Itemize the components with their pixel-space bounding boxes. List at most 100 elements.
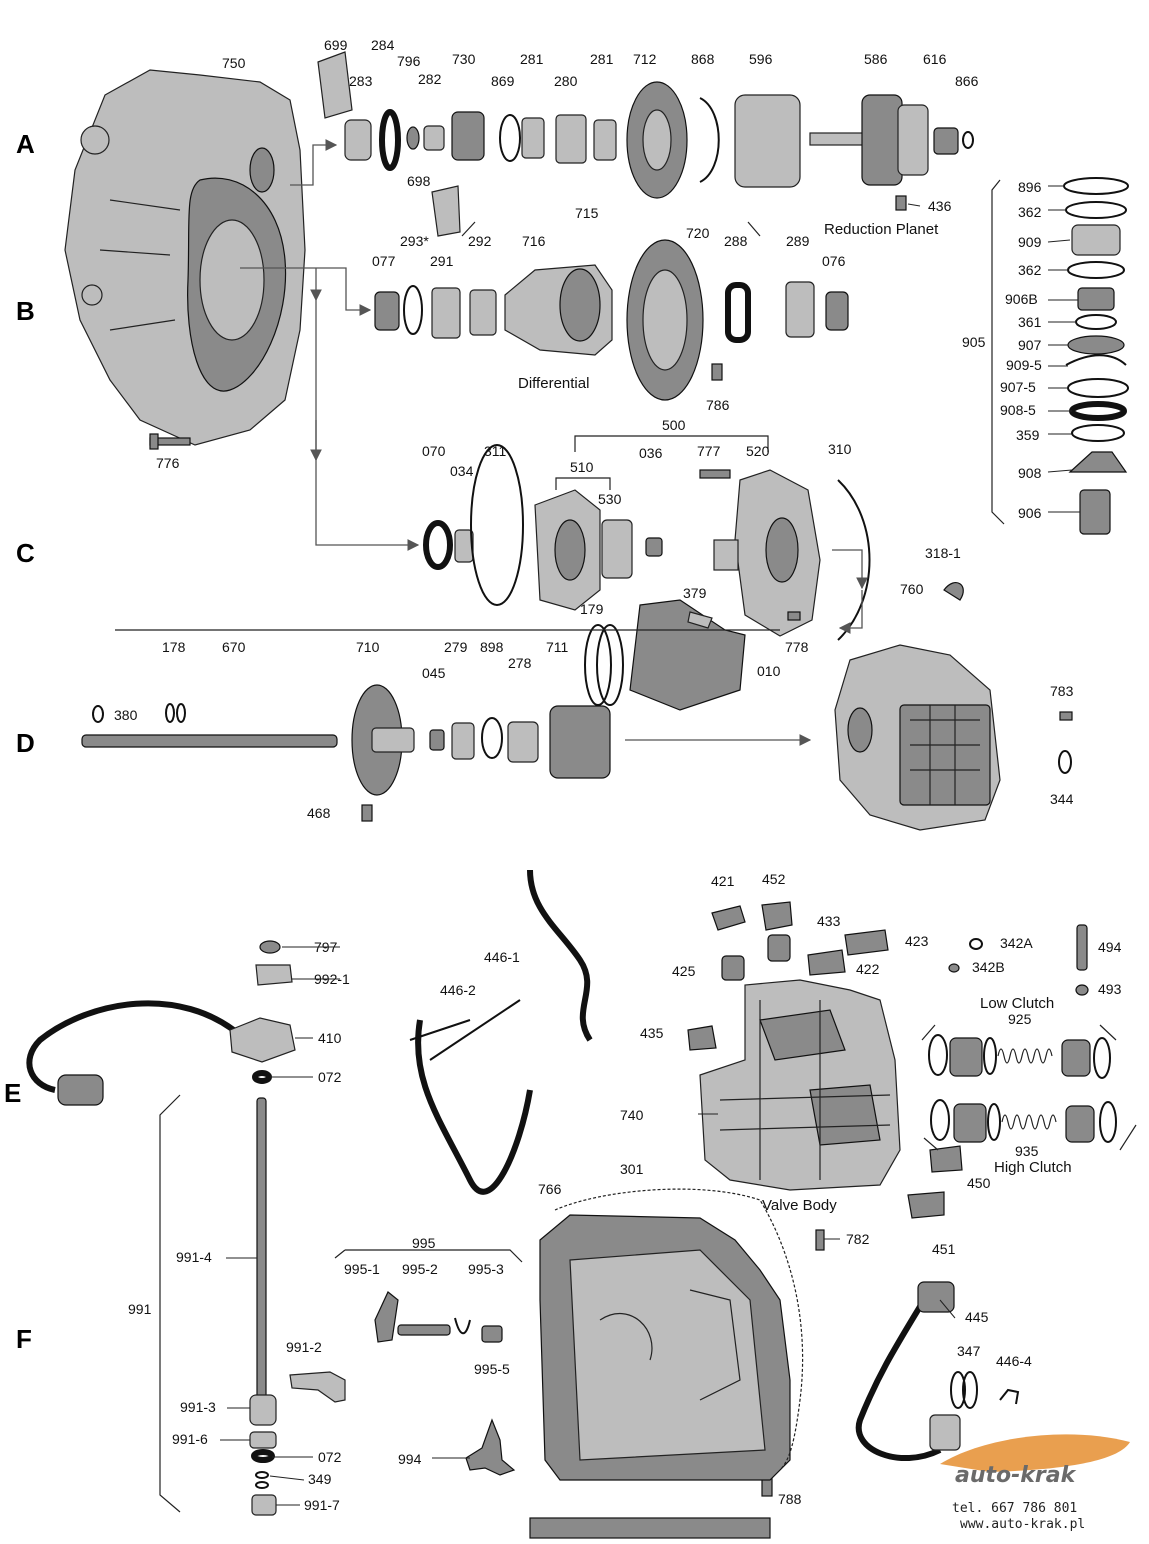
label-905: 905 <box>962 334 986 350</box>
label-760: 760 <box>900 581 924 597</box>
label-072-a: 072 <box>318 1069 342 1085</box>
label-291: 291 <box>430 253 454 269</box>
logo-phone: tel. 667 786 801 <box>952 1501 1077 1516</box>
label-410: 410 <box>318 1030 342 1046</box>
label-179: 179 <box>580 601 604 617</box>
bolt-776 <box>149 433 191 450</box>
label-379: 379 <box>683 585 707 601</box>
label-750: 750 <box>222 55 246 71</box>
label-586: 586 <box>864 51 888 67</box>
label-777: 777 <box>697 443 721 459</box>
label-178: 178 <box>162 639 186 655</box>
label-288: 288 <box>724 233 748 249</box>
label-995-3: 995-3 <box>468 1261 504 1277</box>
label-423: 423 <box>905 933 929 949</box>
label-906b: 906B <box>1005 291 1038 307</box>
label-433: 433 <box>817 913 841 929</box>
label-896: 896 <box>1018 179 1042 195</box>
bracket-510 <box>555 477 611 490</box>
label-698: 698 <box>407 173 431 189</box>
row-d-parts <box>81 599 746 822</box>
label-310: 310 <box>828 441 852 457</box>
label-907-5: 907-5 <box>1000 379 1036 395</box>
caption-reduction-planet: Reduction Planet <box>824 221 939 238</box>
label-906: 906 <box>1018 505 1042 521</box>
bracket-500 <box>574 435 769 452</box>
label-786: 786 <box>706 397 730 413</box>
label-616: 616 <box>923 51 947 67</box>
label-072-b: 072 <box>318 1449 342 1465</box>
label-284: 284 <box>371 37 395 53</box>
label-778: 778 <box>785 639 809 655</box>
label-076: 076 <box>822 253 846 269</box>
label-908-5: 908-5 <box>1000 402 1036 418</box>
label-342b: 342B <box>972 959 1005 975</box>
label-034: 034 <box>450 463 474 479</box>
label-670: 670 <box>222 639 246 655</box>
label-347: 347 <box>957 1343 981 1359</box>
label-991: 991 <box>128 1301 152 1317</box>
caption-differential: Differential <box>518 375 589 392</box>
label-468: 468 <box>307 805 331 821</box>
bracket-715-left <box>461 221 476 237</box>
label-452: 452 <box>762 871 786 887</box>
auto-krak-logo: auto-krak <box>940 1434 1130 1488</box>
label-446-4: 446-4 <box>996 1353 1032 1369</box>
label-278: 278 <box>508 655 532 671</box>
label-766: 766 <box>538 1181 562 1197</box>
label-380: 380 <box>114 707 138 723</box>
label-421: 421 <box>711 873 735 889</box>
label-991-3: 991-3 <box>180 1399 216 1415</box>
label-281-b: 281 <box>590 51 614 67</box>
label-907: 907 <box>1018 337 1042 353</box>
label-782: 782 <box>846 1231 870 1247</box>
oil-pan-766 <box>529 1188 804 1539</box>
label-716: 716 <box>522 233 546 249</box>
high-clutch-935 <box>923 1099 1137 1151</box>
row-a-parts <box>317 51 974 237</box>
label-446-1: 446-1 <box>484 949 520 965</box>
label-292: 292 <box>468 233 492 249</box>
label-596: 596 <box>749 51 773 67</box>
label-909: 909 <box>1018 234 1042 250</box>
caption-valve-body: Valve Body <box>762 1197 837 1214</box>
row-f-parts <box>159 1094 773 1516</box>
label-991-2: 991-2 <box>286 1339 322 1355</box>
label-712: 712 <box>633 51 657 67</box>
label-349: 349 <box>308 1471 332 1487</box>
label-077: 077 <box>372 253 396 269</box>
label-995: 995 <box>412 1235 436 1251</box>
bracket-715-right <box>747 221 761 237</box>
label-995-2: 995-2 <box>402 1261 438 1277</box>
caption-low-clutch: Low Clutch <box>980 995 1054 1012</box>
label-935: 935 <box>1015 1143 1039 1159</box>
label-342a: 342A <box>1000 935 1033 951</box>
label-435: 435 <box>640 1025 664 1041</box>
label-289: 289 <box>786 233 810 249</box>
row-c-parts <box>423 444 964 641</box>
label-994: 994 <box>398 1451 422 1467</box>
label-070: 070 <box>422 443 446 459</box>
solenoids <box>687 901 963 1251</box>
label-715: 715 <box>575 205 599 221</box>
label-788: 788 <box>778 1491 802 1507</box>
harness-445 <box>855 1281 1020 1461</box>
label-281-a: 281 <box>520 51 544 67</box>
label-045: 045 <box>422 665 446 681</box>
label-991-7: 991-7 <box>304 1497 340 1513</box>
label-318-1: 318-1 <box>925 545 961 561</box>
label-436: 436 <box>928 198 952 214</box>
label-866: 866 <box>955 73 979 89</box>
label-995-1: 995-1 <box>344 1261 380 1277</box>
label-422: 422 <box>856 961 880 977</box>
label-445: 445 <box>965 1309 989 1325</box>
label-699: 699 <box>324 37 348 53</box>
label-361: 361 <box>1018 314 1042 330</box>
label-500: 500 <box>662 417 686 433</box>
label-730: 730 <box>452 51 476 67</box>
row-letter-e: E <box>4 1078 21 1108</box>
label-425: 425 <box>672 963 696 979</box>
label-494: 494 <box>1098 939 1122 955</box>
label-991-6: 991-6 <box>172 1431 208 1447</box>
label-293: 293* <box>400 233 429 249</box>
